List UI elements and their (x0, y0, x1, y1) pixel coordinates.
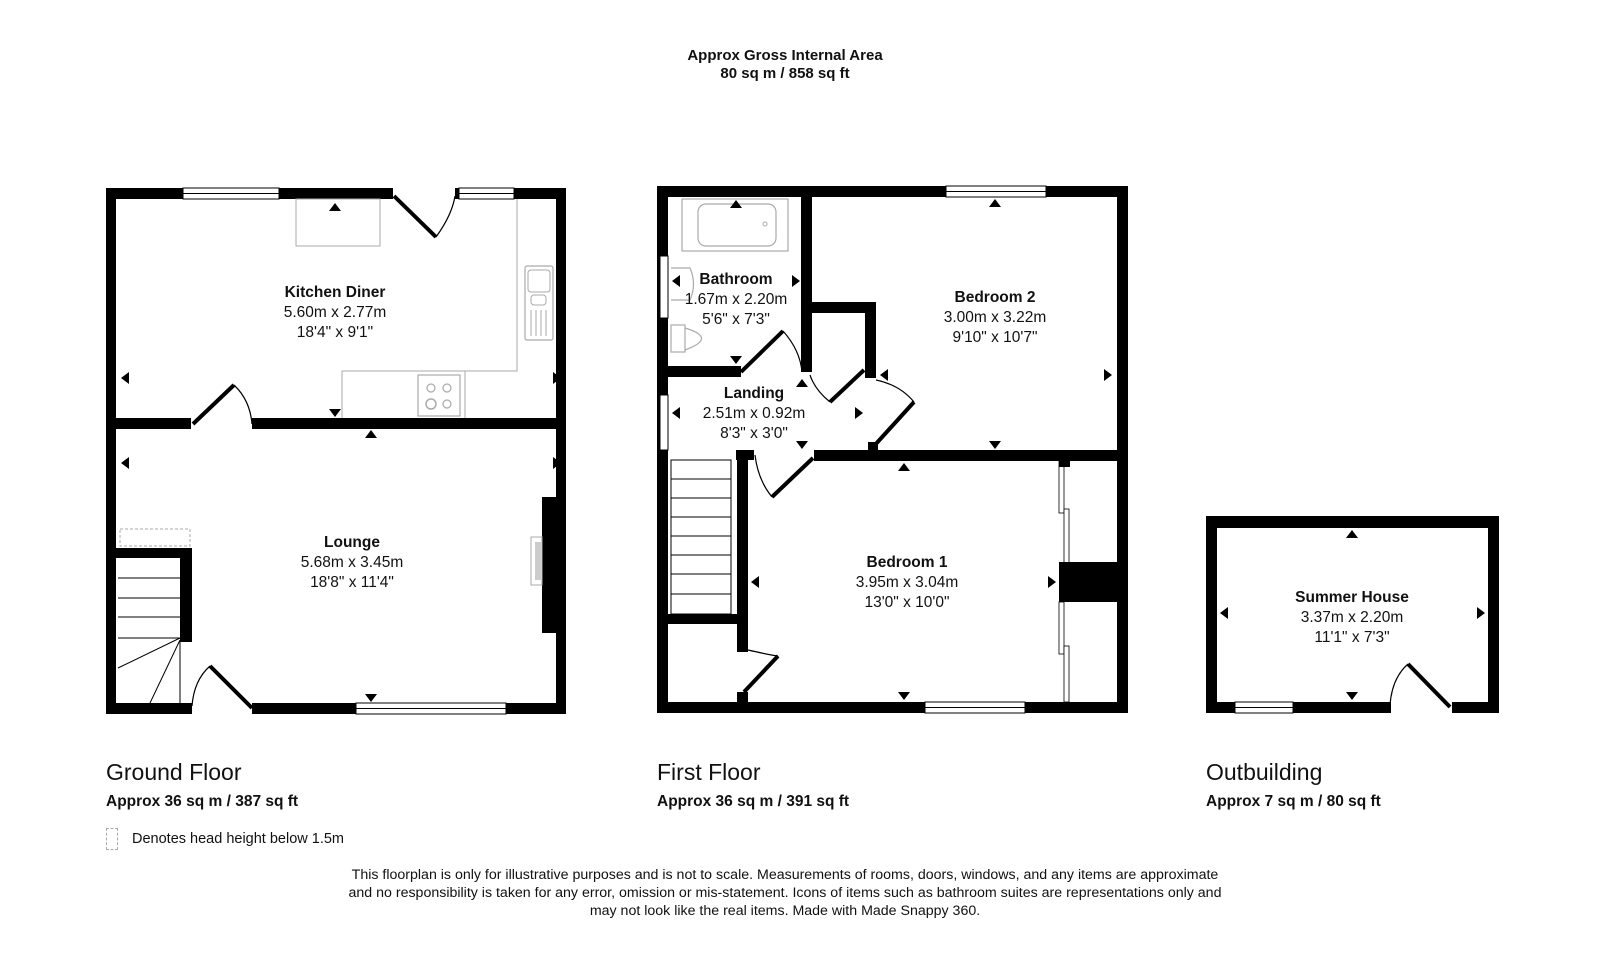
disclaimer-line: This floorplan is only for illustrative … (351, 867, 1219, 883)
room-imperial: 18'8" x 11'4" (310, 574, 394, 591)
room-bathroom: Bathroom 1.67m x 2.20m 5'6" x 7'3" (685, 270, 788, 330)
room-metric: 5.68m x 3.45m (300, 554, 404, 571)
outbuilding-plan (1206, 516, 1499, 714)
room-metric: 5.60m x 2.77m (283, 304, 387, 321)
disclaimer-line: may not look like the real items. Made w… (589, 903, 981, 919)
ground-floor-plan (106, 187, 566, 715)
room-name: Summer House (1295, 589, 1409, 606)
room-name: Landing (723, 385, 785, 402)
room-bedroom-1: Bedroom 1 3.95m x 3.04m 13'0" x 10'0" (856, 553, 959, 613)
gross-area-title: Approx Gross Internal Area (687, 47, 883, 64)
room-imperial: 8'3" x 3'0" (720, 425, 788, 442)
room-name: Kitchen Diner (284, 284, 386, 301)
room-metric: 3.00m x 3.22m (943, 309, 1047, 326)
room-metric: 3.95m x 3.04m (855, 574, 959, 591)
room-landing: Landing 2.51m x 0.92m 8'3" x 3'0" (703, 384, 806, 444)
room-name: Bedroom 1 (866, 554, 948, 571)
room-imperial: 18'4" x 9'1" (296, 324, 374, 341)
room-imperial: 11'1" x 7'3" (1314, 629, 1390, 646)
first-floor-plan (657, 185, 1128, 714)
first-floor-title: First Floor (657, 759, 761, 785)
room-summer-house: Summer House 3.37m x 2.20m 11'1" x 7'3" (1295, 588, 1409, 648)
first-floor-area: Approx 36 sq m / 391 sq ft (657, 793, 850, 810)
room-kitchen-diner: Kitchen Diner 5.60m x 2.77m 18'4" x 9'1" (284, 283, 387, 343)
room-imperial: 13'0" x 10'0" (864, 594, 950, 611)
room-metric: 2.51m x 0.92m (702, 405, 806, 422)
outbuilding-area: Approx 7 sq m / 80 sq ft (1206, 793, 1381, 810)
room-name: Bathroom (699, 271, 773, 288)
room-imperial: 5'6" x 7'3" (702, 311, 770, 328)
dashed-swatch-icon (106, 828, 118, 850)
room-lounge: Lounge 5.68m x 3.45m 18'8" x 11'4" (301, 533, 404, 593)
room-metric: 1.67m x 2.20m (684, 291, 788, 308)
ground-floor-area: Approx 36 sq m / 387 sq ft (106, 793, 299, 810)
room-bedroom-2: Bedroom 2 3.00m x 3.22m 9'10" x 10'7" (944, 288, 1047, 348)
legend-text: Denotes head height below 1.5m (132, 831, 345, 847)
room-name: Bedroom 2 (954, 289, 1036, 306)
disclaimer-line: and no responsibility is taken for any e… (348, 885, 1222, 901)
head-height-legend: Denotes head height below 1.5m (106, 828, 344, 850)
gross-internal-area-header: Approx Gross Internal Area 80 sq m / 858… (0, 47, 1570, 83)
ground-floor-title: Ground Floor (106, 759, 242, 785)
room-metric: 3.37m x 2.20m (1300, 609, 1404, 626)
disclaimer: This floorplan is only for illustrative … (300, 866, 1270, 920)
outbuilding-title: Outbuilding (1206, 759, 1323, 785)
room-imperial: 9'10" x 10'7" (952, 329, 1038, 346)
gross-area-value: 80 sq m / 858 sq ft (720, 65, 850, 82)
room-name: Lounge (324, 534, 380, 551)
